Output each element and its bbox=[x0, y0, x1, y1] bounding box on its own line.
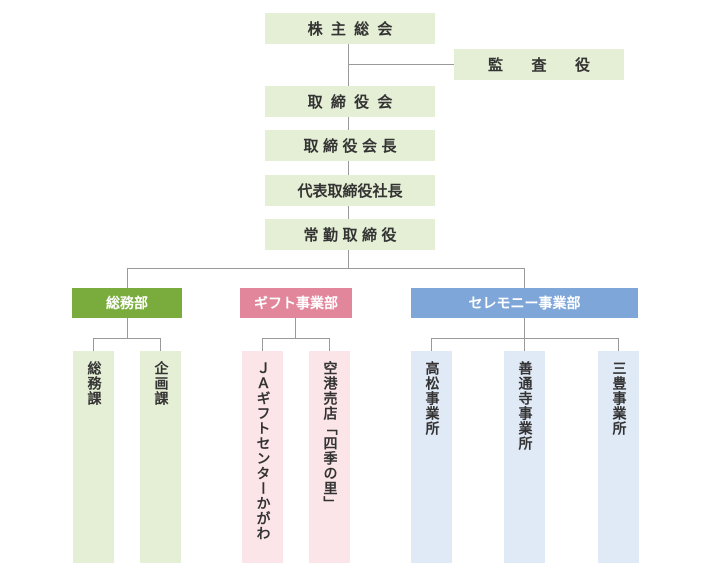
ceremony-business-dept-box: セレモニー事業部 bbox=[411, 288, 638, 318]
planning-section-label: 企画課 bbox=[152, 361, 169, 406]
ja-gift-center-kagawa-label: ＪＡギフトセンターかがわ bbox=[254, 361, 271, 541]
gift-units-stem bbox=[295, 318, 296, 338]
airport-shop-shiki-no-sato: 空港売店「四季の里」 bbox=[309, 351, 350, 563]
general-affairs-section-label: 総務課 bbox=[85, 361, 102, 406]
ceremony-units-bar bbox=[431, 338, 619, 339]
gift-units-bar bbox=[262, 338, 330, 339]
ceremony-unit-3-drop bbox=[618, 338, 619, 351]
gift-business-dept-box: ギフト事業部 bbox=[240, 288, 352, 318]
board-of-directors-box: 取締役会 bbox=[265, 86, 435, 117]
gift-unit-1-drop bbox=[262, 338, 263, 351]
ceremony-units-stem bbox=[524, 318, 525, 338]
airport-shop-shiki-no-sato-label: 空港売店「四季の里」 bbox=[321, 361, 338, 511]
ceremony-dept-drop-line bbox=[524, 268, 525, 288]
auditor-box: 監査役 bbox=[454, 49, 624, 80]
general-unit-1-drop bbox=[93, 338, 94, 351]
planning-section: 企画課 bbox=[140, 351, 181, 563]
chairman-box: 取締役会長 bbox=[265, 130, 435, 161]
shareholders-meeting-box: 株主総会 bbox=[265, 13, 435, 44]
president-box: 代表取締役社長 bbox=[265, 175, 435, 206]
general-affairs-section: 総務課 bbox=[73, 351, 114, 563]
ja-gift-center-kagawa: ＪＡギフトセンターかがわ bbox=[242, 351, 283, 563]
general-unit-2-drop bbox=[160, 338, 161, 351]
takamatsu-office: 高松事業所 bbox=[411, 351, 452, 563]
general-units-bar bbox=[93, 338, 161, 339]
general-units-stem bbox=[127, 318, 128, 338]
general-affairs-dept-box: 総務部 bbox=[72, 288, 182, 318]
managing-director-box: 常勤取締役 bbox=[265, 219, 435, 250]
mitoyo-office-label: 三豊事業所 bbox=[610, 361, 627, 436]
gift-unit-2-drop bbox=[329, 338, 330, 351]
general-dept-drop-line bbox=[127, 268, 128, 288]
ceremony-unit-2-drop bbox=[524, 338, 525, 351]
mitoyo-office: 三豊事業所 bbox=[598, 351, 639, 563]
auditor-connector-line bbox=[348, 64, 454, 65]
zentsuji-office-label: 善通寺事業所 bbox=[516, 361, 533, 451]
takamatsu-office-label: 高松事業所 bbox=[423, 361, 440, 436]
departments-horizontal-line bbox=[127, 268, 525, 269]
ceremony-unit-1-drop bbox=[431, 338, 432, 351]
zentsuji-office: 善通寺事業所 bbox=[504, 351, 545, 563]
